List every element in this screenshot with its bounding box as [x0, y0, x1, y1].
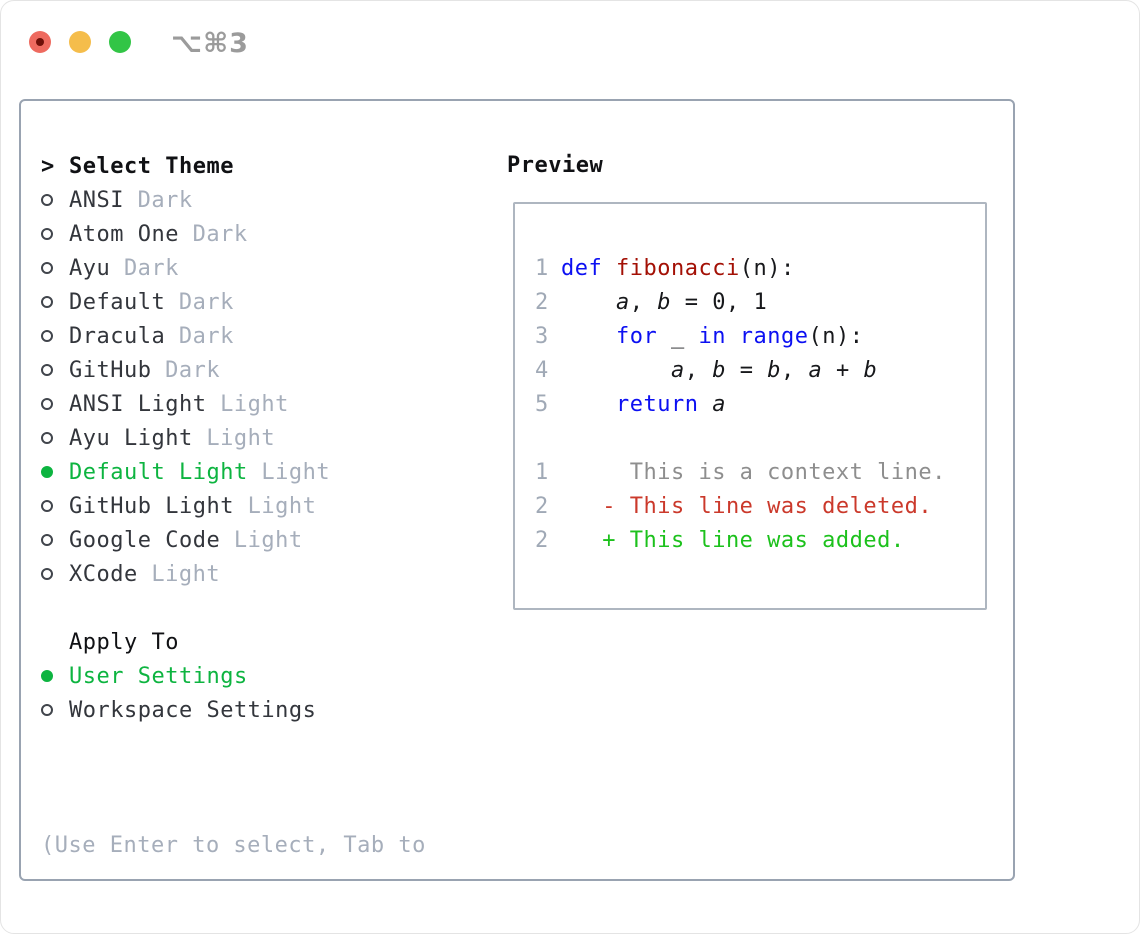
theme-list-title: Select Theme [69, 153, 234, 179]
help-text: (Use Enter to select, Tab to change focu… [41, 761, 426, 933]
radio-icon [41, 704, 53, 716]
line-number: 5 [535, 392, 549, 417]
line-number: 4 [535, 358, 549, 383]
radio-icon [41, 568, 53, 580]
theme-variant: Dark [178, 323, 234, 349]
preview-title: Preview [507, 153, 604, 178]
apply-option-workspace-settings[interactable]: Workspace Settings [41, 693, 426, 727]
diff-context-line: 1 This is a context line. [535, 456, 985, 490]
theme-variant: Dark [137, 187, 193, 213]
spacer [41, 591, 426, 625]
theme-variant: Dark [192, 221, 248, 247]
radio-icon [41, 534, 53, 546]
apply-option-user-settings[interactable]: User Settings [41, 659, 426, 693]
radio-icon [41, 296, 53, 308]
line-number: 2 [535, 528, 549, 553]
unsaved-dot-icon [36, 38, 44, 46]
close-icon[interactable] [29, 31, 51, 53]
theme-variant: Dark [165, 357, 221, 383]
theme-variant: Light [247, 493, 317, 519]
theme-variant: Light [151, 561, 221, 587]
keyboard-shortcut: ⌥⌘3 [171, 28, 249, 59]
radio-icon [41, 330, 53, 342]
line-number: 2 [535, 290, 549, 315]
line-number: 1 [535, 460, 549, 485]
code-line: 5 return a [535, 388, 985, 422]
theme-variant: Light [233, 527, 303, 553]
cursor-icon: > [41, 153, 55, 179]
line-number: 2 [535, 494, 549, 519]
zoom-icon[interactable] [109, 31, 131, 53]
minimize-icon[interactable] [69, 31, 91, 53]
diff-deleted-line: 2 - This line was deleted. [535, 490, 985, 524]
radio-icon [41, 228, 53, 240]
apply-to-header: Apply To [69, 629, 179, 655]
radio-icon [41, 364, 53, 376]
code-line: 3 for _ in range(n): [535, 320, 985, 354]
theme-variant: Light [220, 391, 289, 417]
theme-variant: Dark [178, 289, 234, 315]
line-number: 3 [535, 324, 549, 349]
theme-variant: Light [261, 459, 331, 485]
theme-variant: Dark [123, 255, 179, 281]
theme-variant: Light [206, 425, 276, 451]
code-line: 2 a, b = 0, 1 [535, 286, 985, 320]
line-number: 1 [535, 256, 549, 281]
code-line: 4 a, b = b, a + b [535, 354, 985, 388]
radio-icon [41, 432, 53, 444]
radio-selected-icon [41, 466, 53, 478]
blank-line [535, 422, 985, 456]
radio-selected-icon [41, 670, 53, 682]
titlebar: ⌥⌘3 [1, 1, 1139, 99]
help-text-line: (Use Enter to select, Tab to [41, 833, 426, 858]
radio-icon [41, 194, 53, 206]
radio-icon [41, 262, 53, 274]
radio-icon [41, 500, 53, 512]
radio-icon [41, 398, 53, 410]
theme-list-header: > Select Theme [41, 149, 426, 183]
spacer [41, 727, 426, 761]
diff-added-line: 2 + This line was added. [535, 524, 985, 558]
